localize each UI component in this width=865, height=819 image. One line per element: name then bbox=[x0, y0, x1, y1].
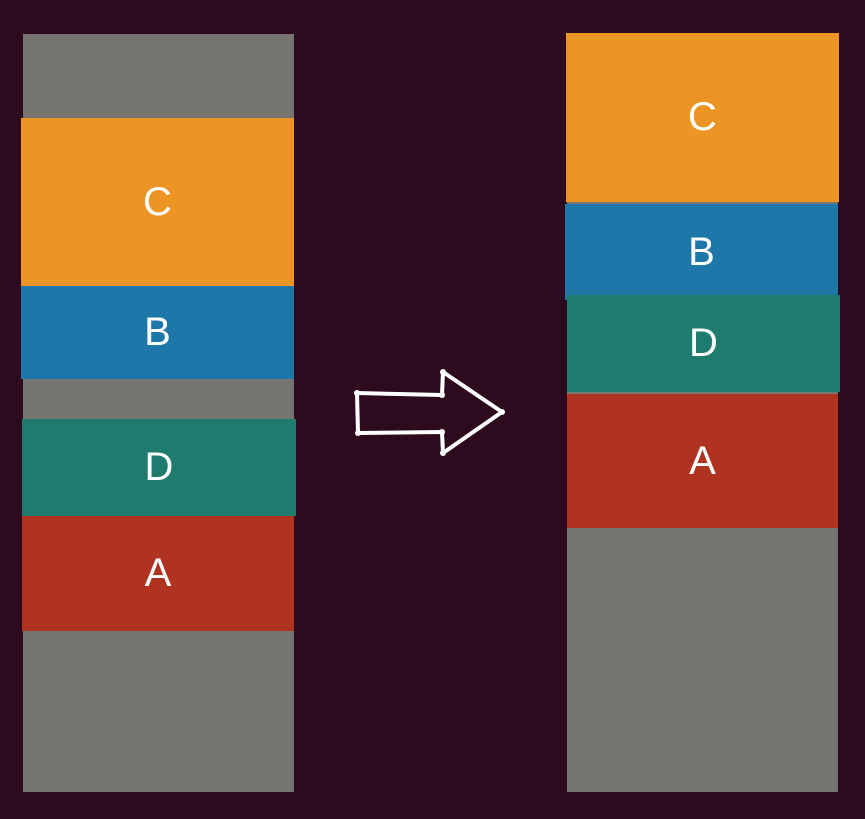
block-label: D bbox=[144, 445, 174, 489]
block-label: B bbox=[144, 310, 171, 354]
block-label: A bbox=[144, 551, 172, 595]
right-arrow-icon bbox=[354, 369, 505, 456]
block-a-before: A bbox=[22, 516, 294, 631]
block-d-before: D bbox=[22, 419, 296, 516]
block-label: C bbox=[688, 95, 717, 139]
block-c-after: C bbox=[566, 33, 839, 202]
block-label: C bbox=[143, 179, 172, 224]
block-a-after: A bbox=[567, 394, 838, 528]
block-b-before: B bbox=[21, 286, 294, 379]
block-label: A bbox=[689, 438, 716, 483]
block-c-before: C bbox=[21, 118, 294, 286]
block-d-after: D bbox=[567, 295, 840, 392]
block-b-after: B bbox=[565, 204, 838, 300]
block-label: D bbox=[689, 321, 718, 365]
block-label: B bbox=[688, 229, 715, 274]
